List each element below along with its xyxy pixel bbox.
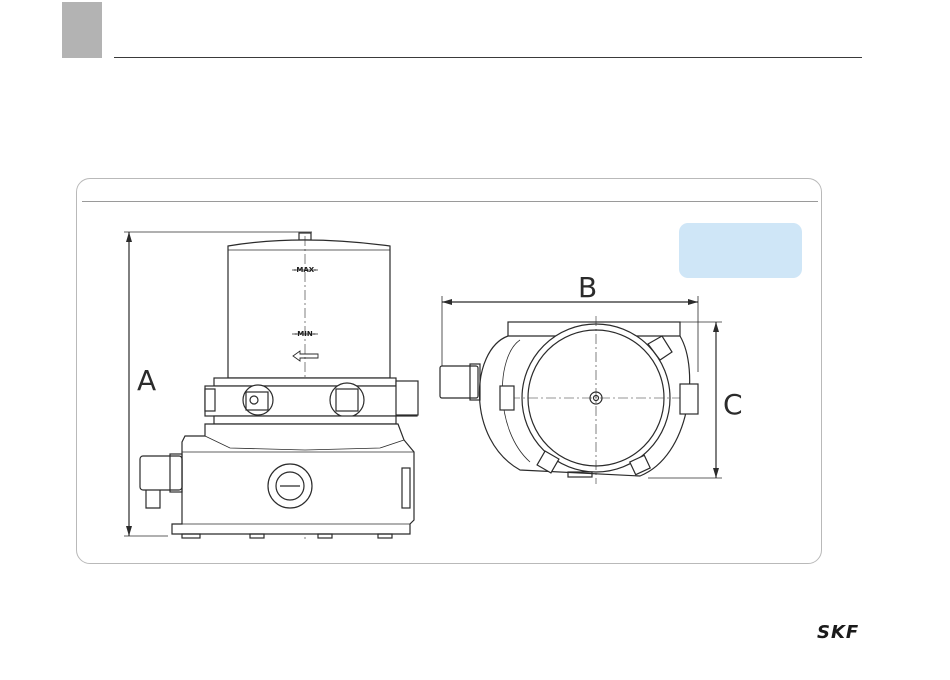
top-view [440,296,722,484]
skf-logo: SKF [817,622,859,643]
side-view [124,232,418,540]
reservoir [228,240,390,378]
min-level-label: -MIN- [294,330,315,338]
dimension-a-label: A [137,364,156,397]
dimension-c-label: C [723,388,743,421]
dimension-b-label: B [578,271,597,304]
electrical-connector [140,456,182,490]
max-level-label: -MAX- [293,266,316,274]
